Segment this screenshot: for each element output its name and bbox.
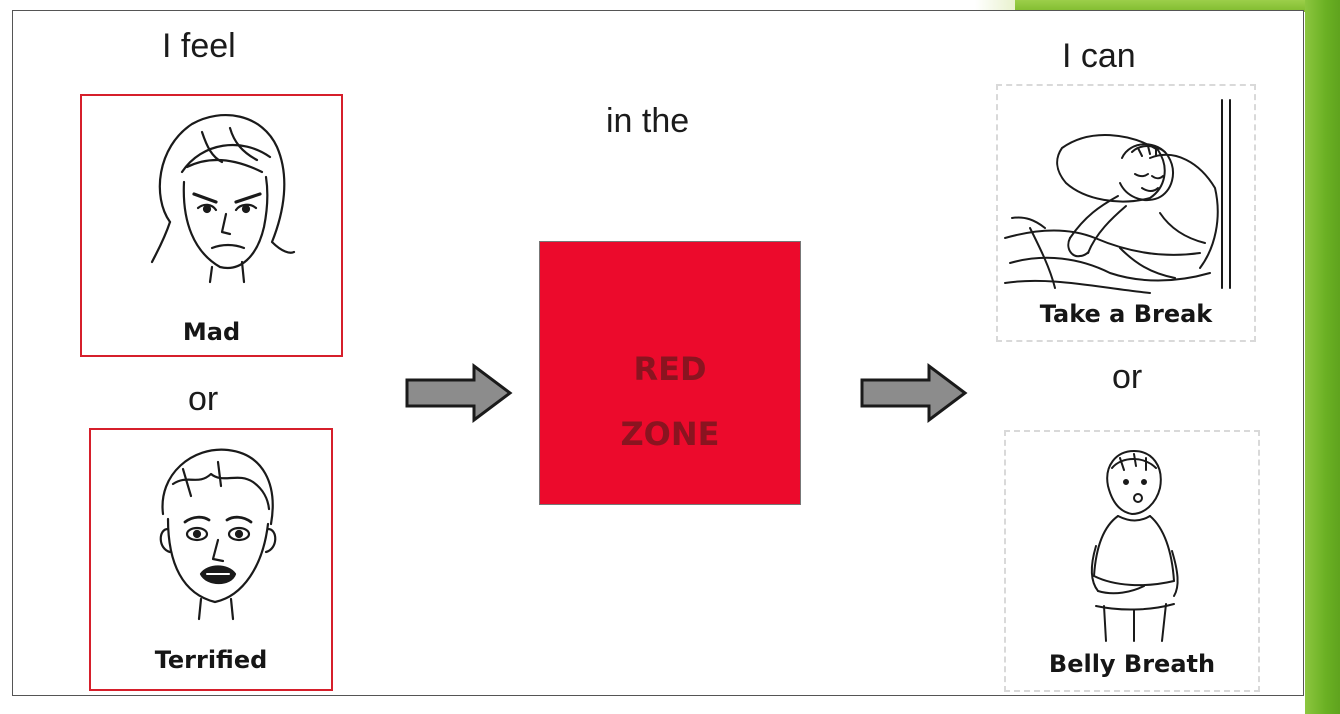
feeling-card-mad: Mad <box>80 94 343 357</box>
terrified-face-icon <box>159 448 277 621</box>
i-can-label: I can <box>1062 37 1136 75</box>
decorative-green-side-bar <box>1305 0 1340 714</box>
or-label-left: or <box>188 380 219 418</box>
action-caption-take-a-break: Take a Break <box>1039 300 1213 328</box>
arrow-right-icon <box>860 363 968 423</box>
i-feel-label: I feel <box>162 27 236 65</box>
feeling-caption-terrified: Terrified <box>154 646 268 674</box>
breathing-child-icon <box>1090 450 1179 642</box>
in-the-label: in the <box>606 102 690 140</box>
resting-child-icon <box>1004 99 1231 294</box>
action-card-take-a-break: Take a Break <box>996 84 1256 342</box>
action-caption-belly-breath: Belly Breath <box>1048 650 1216 678</box>
arrow-right-icon <box>405 363 513 423</box>
zone-line-2: ZONE <box>620 415 720 453</box>
feeling-card-terrified: Terrified <box>89 428 333 691</box>
action-card-belly-breath: Belly Breath <box>1004 430 1260 692</box>
decorative-green-top-bar <box>1015 0 1340 12</box>
mad-face-icon <box>150 113 296 284</box>
red-zone-box: RED ZONE <box>539 241 801 505</box>
decorative-fade <box>975 0 1020 12</box>
feeling-caption-mad: Mad <box>182 318 241 346</box>
zone-line-1: RED <box>633 350 707 388</box>
or-label-right: or <box>1112 358 1143 396</box>
